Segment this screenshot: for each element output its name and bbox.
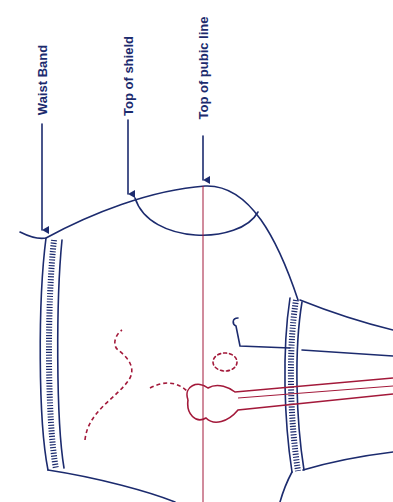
pelvis-outline	[85, 330, 132, 440]
leader-arrow	[41, 124, 43, 230]
pelvis-outline	[150, 383, 188, 392]
callout-label: Top of pubic line	[196, 14, 211, 121]
leg-outline	[303, 452, 393, 470]
leader-arrow	[202, 136, 204, 180]
waistband-edge	[58, 240, 64, 468]
leg-seam	[302, 350, 393, 356]
leader-arrow	[127, 120, 129, 194]
waistband-stitching	[49, 240, 56, 469]
femur-shaft	[238, 386, 393, 398]
leg-outline	[280, 472, 292, 502]
shield-outline	[135, 198, 258, 235]
leg-outline	[300, 300, 393, 330]
callout-label: Waist Band	[35, 43, 50, 117]
leg-band-stitching	[291, 300, 298, 471]
garment-bottom-edge	[48, 470, 175, 502]
femur-outline	[188, 394, 393, 422]
callout-label: Top of shield	[121, 34, 136, 118]
leg-band-edge	[285, 298, 292, 472]
pubic-line	[203, 186, 204, 502]
waistband-edge	[40, 238, 48, 470]
crotch-seam	[233, 318, 290, 348]
acetabulum-outline	[213, 353, 237, 371]
